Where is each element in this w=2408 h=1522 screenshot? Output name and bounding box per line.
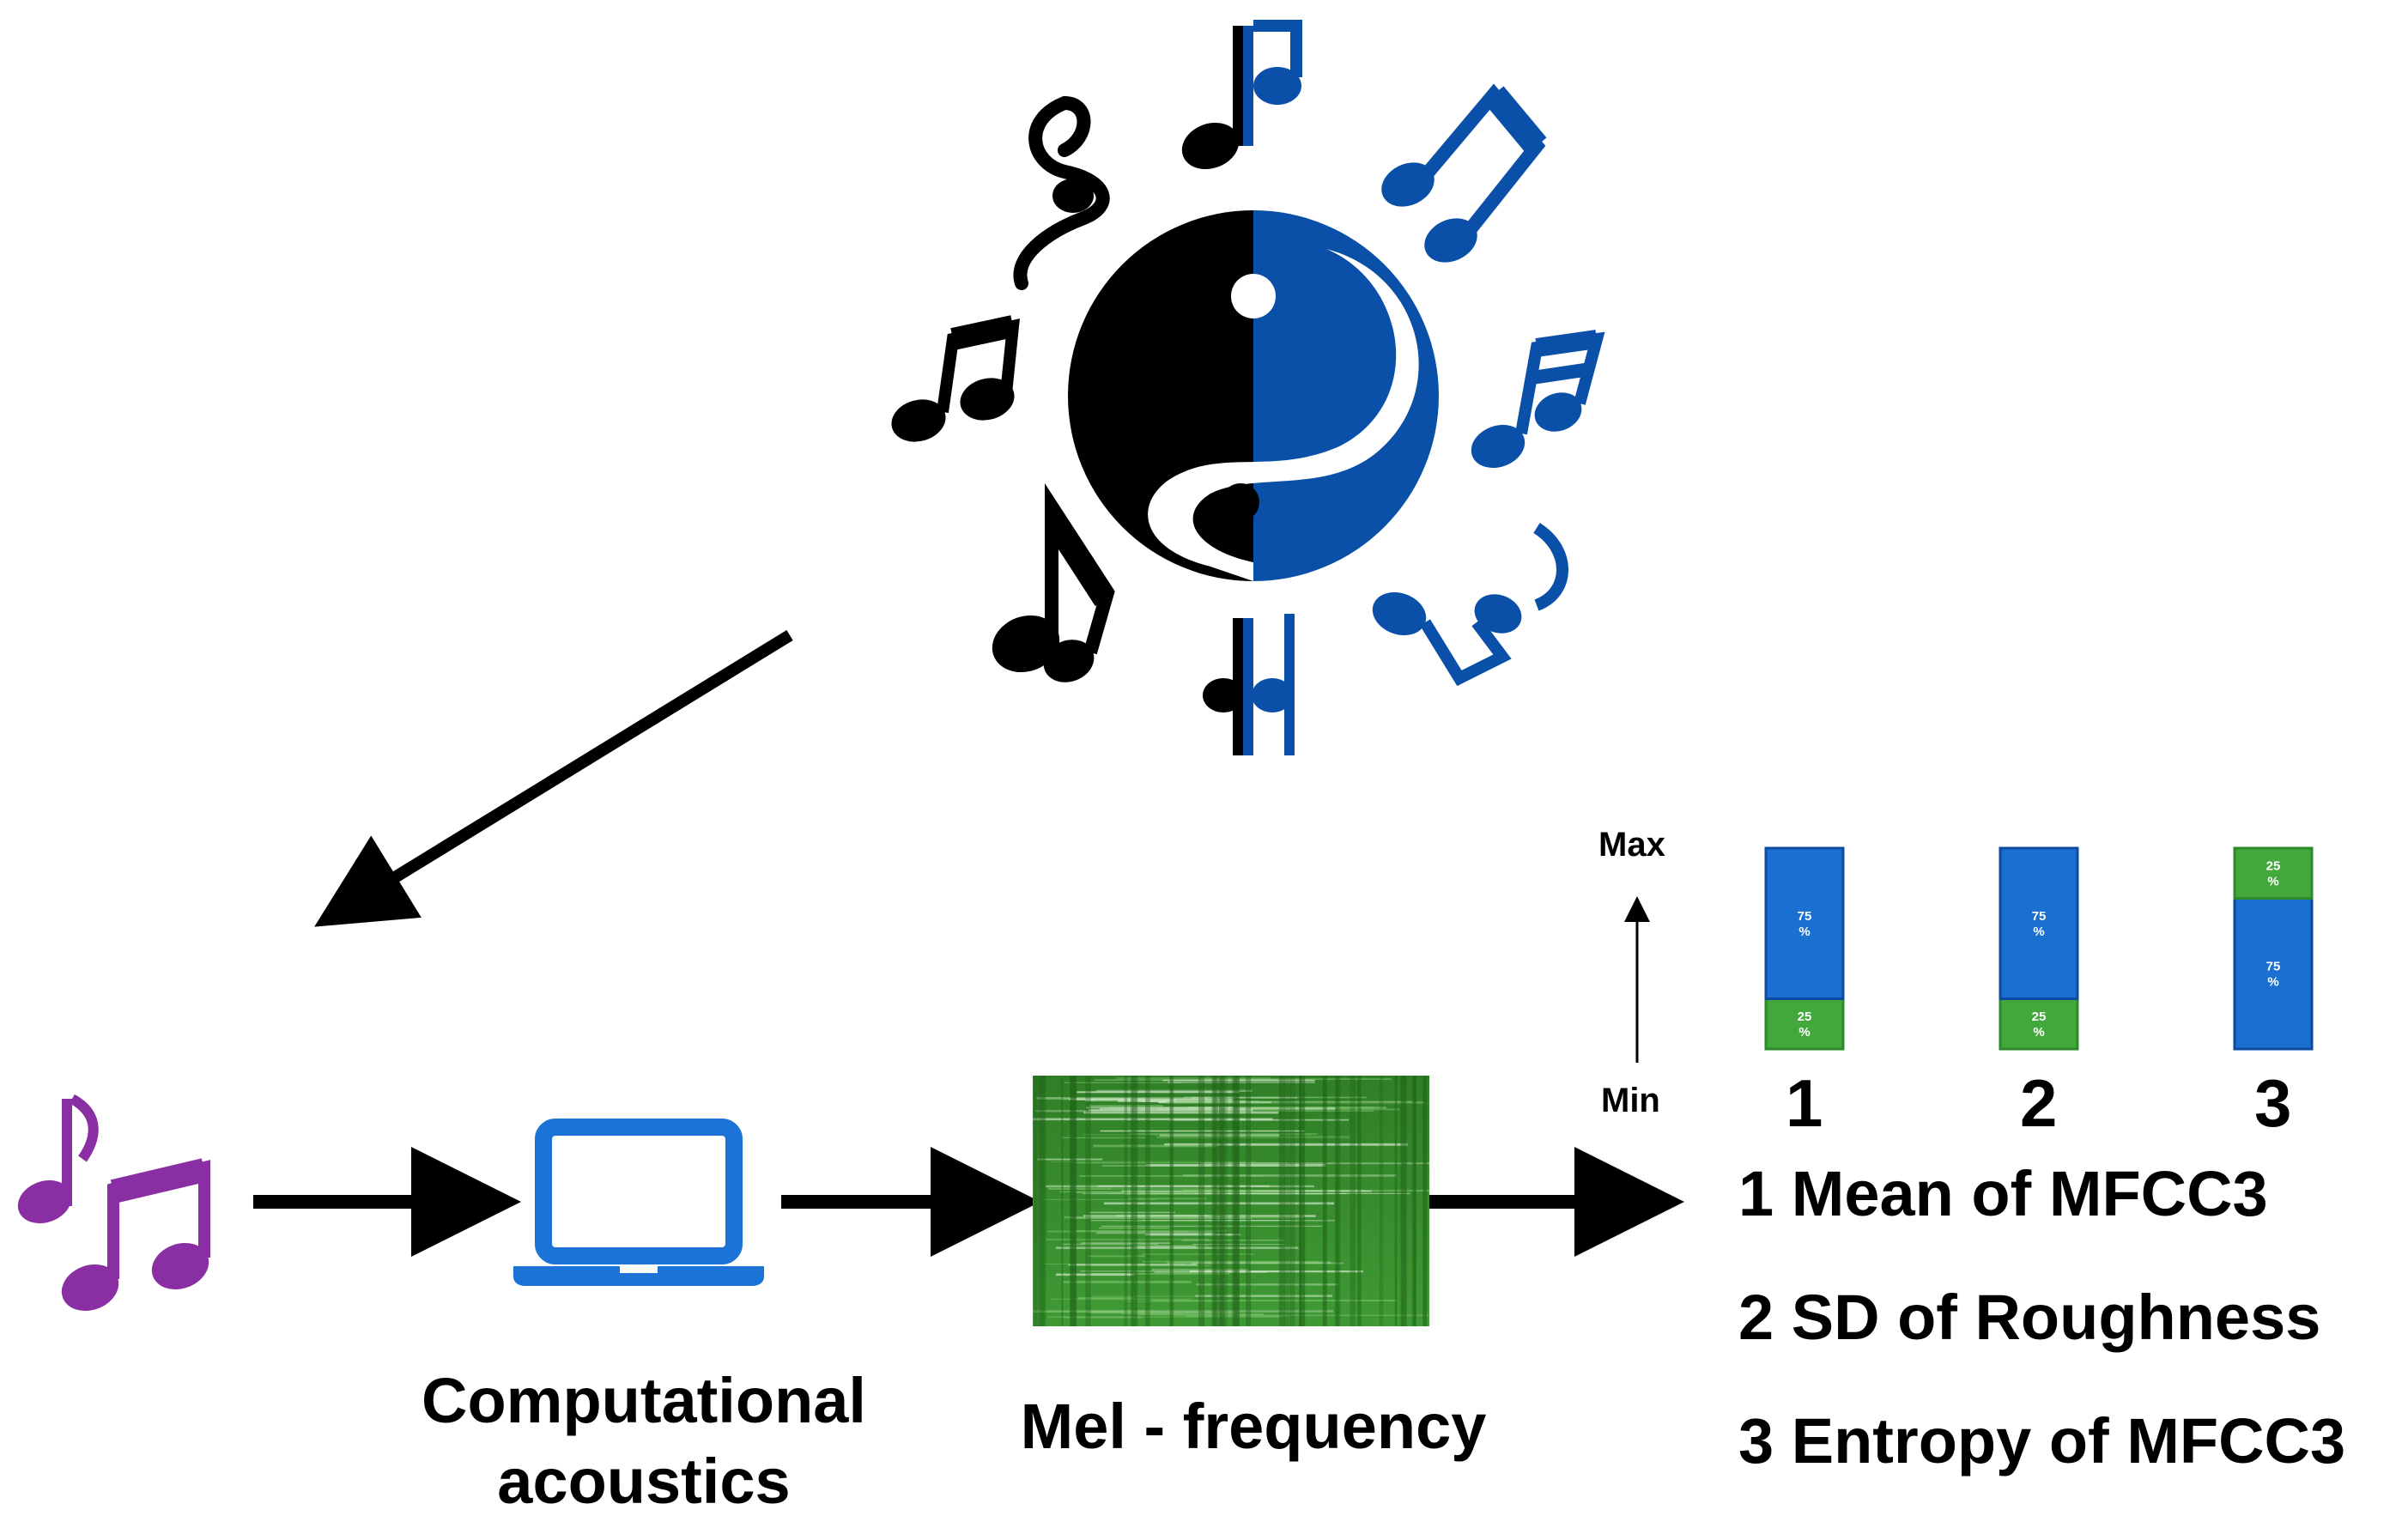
bar-number-2: 2	[2020, 1065, 2058, 1141]
feature-2: 2 SD of Roughness	[1738, 1282, 2321, 1353]
yin-dot	[1231, 274, 1276, 318]
bar-3-green-segment	[2233, 846, 2314, 900]
bar-number-1: 1	[1786, 1065, 1823, 1141]
bar-segment-label: 25	[2032, 1010, 2047, 1024]
bar-segment-label: %	[2033, 1025, 2044, 1040]
bar-segment-label: %	[1798, 925, 1810, 939]
yang-dot	[1222, 483, 1259, 521]
bar-segment-label: %	[1798, 1025, 1810, 1040]
mel-spectrogram-image	[1033, 1076, 1429, 1326]
music-note-treble	[1013, 96, 1110, 290]
bar-segment-label: %	[2267, 874, 2278, 888]
stacked-bars: 25%75%25%75%75%25%	[1764, 846, 2314, 1051]
bar-segment-label: 25	[1798, 1010, 1812, 1024]
caption-line-2: acoustics	[497, 1446, 791, 1517]
bar-segment-label: 75	[2032, 909, 2047, 924]
bar-2-blue-segment	[1999, 846, 2079, 1000]
bar-3-blue-segment	[2233, 897, 2314, 1051]
bar-segment-label: 75	[1798, 909, 1812, 924]
music-note-lower-left	[992, 483, 1115, 682]
diagonal-arrow	[314, 630, 793, 927]
bar-2-green-segment	[1999, 997, 2079, 1051]
axis-label-max: Max	[1598, 826, 1665, 864]
feature-3: 3 Entropy of MFCC3	[1738, 1405, 2346, 1477]
music-note-lower-right	[1372, 523, 1568, 687]
feature-1: 1 Mean of MFCC3	[1738, 1158, 2268, 1229]
bar-1-blue-segment	[1764, 846, 1845, 1000]
music-note-top	[1181, 20, 1302, 170]
bar-segment-label: %	[2033, 925, 2044, 939]
axis-label-min: Min	[1601, 1082, 1660, 1119]
bar-number-3: 3	[2254, 1065, 2292, 1141]
music-note-left	[891, 315, 1020, 442]
bar-segment-label: 75	[2266, 959, 2281, 973]
caption-computational-acoustics: Computational acoustics	[369, 1361, 919, 1522]
yin-yang-swirl	[1148, 249, 1419, 581]
bar-1-green-segment	[1764, 997, 1845, 1051]
music-notes-icon	[17, 1094, 210, 1312]
caption-mel-frequency: Mel - frequency	[1020, 1391, 1487, 1462]
music-note-upper-right	[1381, 83, 1547, 263]
bar-segment-label: 25	[2266, 858, 2281, 873]
bar-segment-label: %	[2267, 974, 2278, 989]
yin-yang-music-icon	[891, 20, 1605, 755]
music-note-bottom	[1203, 614, 1295, 755]
laptop-icon	[513, 1119, 764, 1286]
music-note-right	[1471, 330, 1605, 469]
caption-line-1: Computational	[422, 1365, 866, 1436]
